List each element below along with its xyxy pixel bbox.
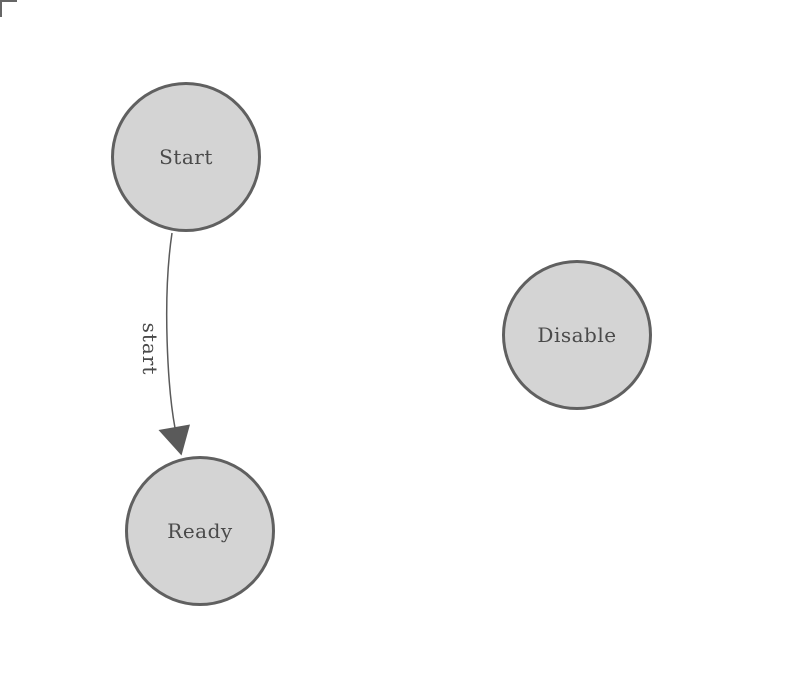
canvas-corner-mark [0,0,17,17]
state-node-ready-label: Ready [167,519,233,543]
state-node-start-label: Start [159,145,213,169]
transition-edge-start-to-ready[interactable] [165,232,176,429]
edge-label-start[interactable]: start [138,322,162,376]
arrowhead-icon [158,424,190,456]
state-node-ready[interactable]: Ready [125,456,275,606]
state-node-start[interactable]: Start [111,82,261,232]
state-node-disable[interactable]: Disable [502,260,652,410]
state-node-disable-label: Disable [537,323,617,347]
